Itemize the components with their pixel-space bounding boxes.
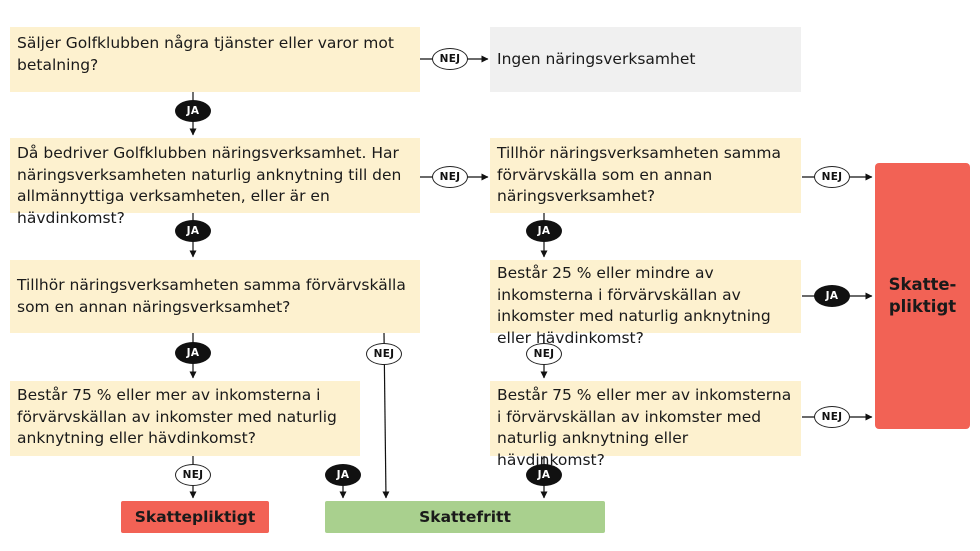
question-75-percent-left: Består 75 % eller mer av inkomsterna i f…: [10, 381, 360, 456]
question-text: Tillhör näringsverksamheten samma förvär…: [17, 276, 406, 316]
question-text: Består 75 % eller mer av inkomsterna i f…: [17, 386, 337, 447]
question-natural-connection: Då bedriver Golfklubben näringsverksamhe…: [10, 138, 420, 227]
no-label: NEJ: [814, 166, 850, 188]
question-same-income-source-right: Tillhör näringsverksamheten samma förvär…: [490, 138, 801, 213]
no-label: NEJ: [366, 343, 402, 365]
outcome-text: Skattepliktigt: [134, 508, 256, 526]
yes-label: JA: [175, 342, 211, 364]
outcome-no-business: Ingen näringsverksamhet: [490, 27, 801, 92]
question-text: Då bedriver Golfklubben näringsverksamhe…: [17, 144, 402, 227]
outcome-text-line2: pliktigt: [888, 297, 957, 316]
yes-label: JA: [526, 220, 562, 242]
outcome-tax-free: Skattefritt: [325, 501, 605, 533]
question-same-income-source-left: Tillhör näringsverksamheten samma förvär…: [10, 260, 420, 333]
question-text: Tillhör näringsverksamheten samma förvär…: [497, 144, 781, 205]
yes-label: JA: [175, 100, 211, 122]
yes-label: JA: [175, 220, 211, 242]
yes-label: JA: [526, 464, 562, 486]
question-text: Säljer Golfklubben några tjänster eller …: [17, 34, 394, 74]
question-sells-services: Säljer Golfklubben några tjänster eller …: [10, 27, 420, 92]
question-text: Består 75 % eller mer av inkomsterna i f…: [497, 386, 792, 469]
outcome-text: Skattefritt: [419, 508, 511, 526]
no-label: NEJ: [175, 464, 211, 486]
yes-label: JA: [325, 464, 361, 486]
outcome-text-line1: Skatte-: [888, 275, 957, 294]
outcome-text: Ingen näringsverksamhet: [497, 49, 696, 68]
outcome-taxable-small: Skattepliktigt: [121, 501, 269, 533]
outcome-taxable-large: Skatte- pliktigt: [875, 163, 970, 429]
question-75-percent-right: Består 75 % eller mer av inkomsterna i f…: [490, 381, 801, 469]
yes-label: JA: [814, 285, 850, 307]
no-label: NEJ: [526, 343, 562, 365]
no-label: NEJ: [814, 406, 850, 428]
no-label: NEJ: [432, 166, 468, 188]
no-label: NEJ: [432, 48, 468, 70]
question-25-percent-right: Består 25 % eller mindre av inkomsterna …: [490, 260, 801, 347]
question-text: Består 25 % eller mindre av inkomsterna …: [497, 264, 771, 347]
